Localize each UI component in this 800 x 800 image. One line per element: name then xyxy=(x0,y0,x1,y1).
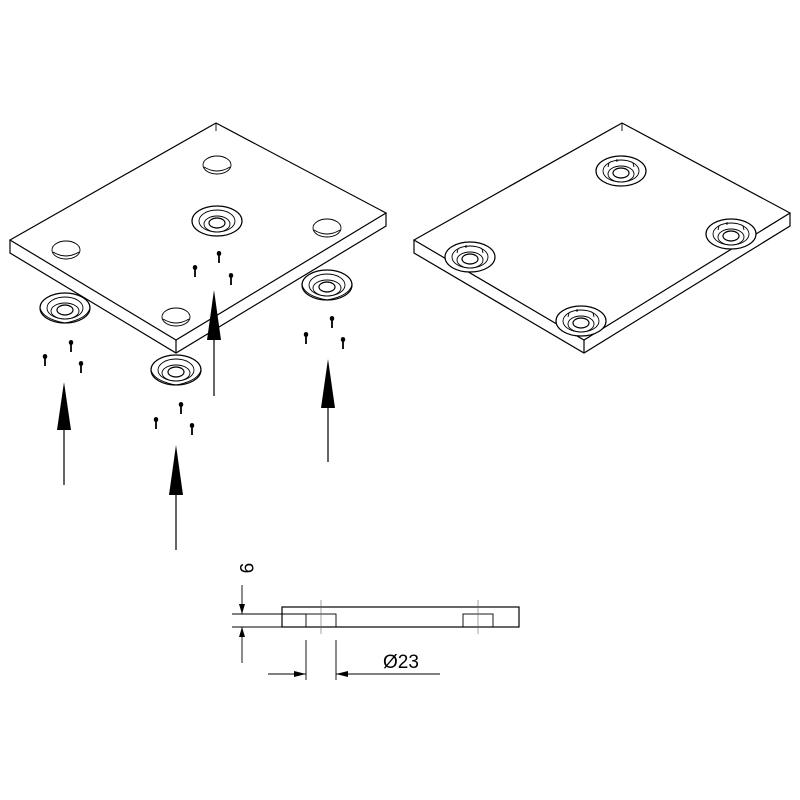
screw-group xyxy=(152,401,196,436)
thickness-dimension: 9 xyxy=(232,563,306,663)
furniture-glide xyxy=(39,292,91,324)
screw-group xyxy=(41,339,85,374)
mounted-glide xyxy=(444,241,496,273)
diameter-dimension: Ø23 xyxy=(268,640,440,680)
right-plate xyxy=(412,122,792,354)
left-plate xyxy=(8,122,388,354)
mounted-glide xyxy=(595,155,647,187)
assembly-arrow xyxy=(321,359,335,462)
recessed-glide xyxy=(191,205,243,237)
screw-group xyxy=(302,315,347,350)
furniture-glide xyxy=(301,269,353,301)
assembly-arrow xyxy=(207,290,221,396)
section-view xyxy=(281,600,520,634)
furniture-glide xyxy=(150,354,202,386)
mounted-glide xyxy=(705,218,757,250)
thickness-label: 9 xyxy=(235,563,256,574)
assembly-arrow xyxy=(57,382,71,485)
diameter-label: Ø23 xyxy=(383,652,419,673)
mounted-glide xyxy=(555,305,607,337)
assembly-arrow xyxy=(169,445,183,550)
